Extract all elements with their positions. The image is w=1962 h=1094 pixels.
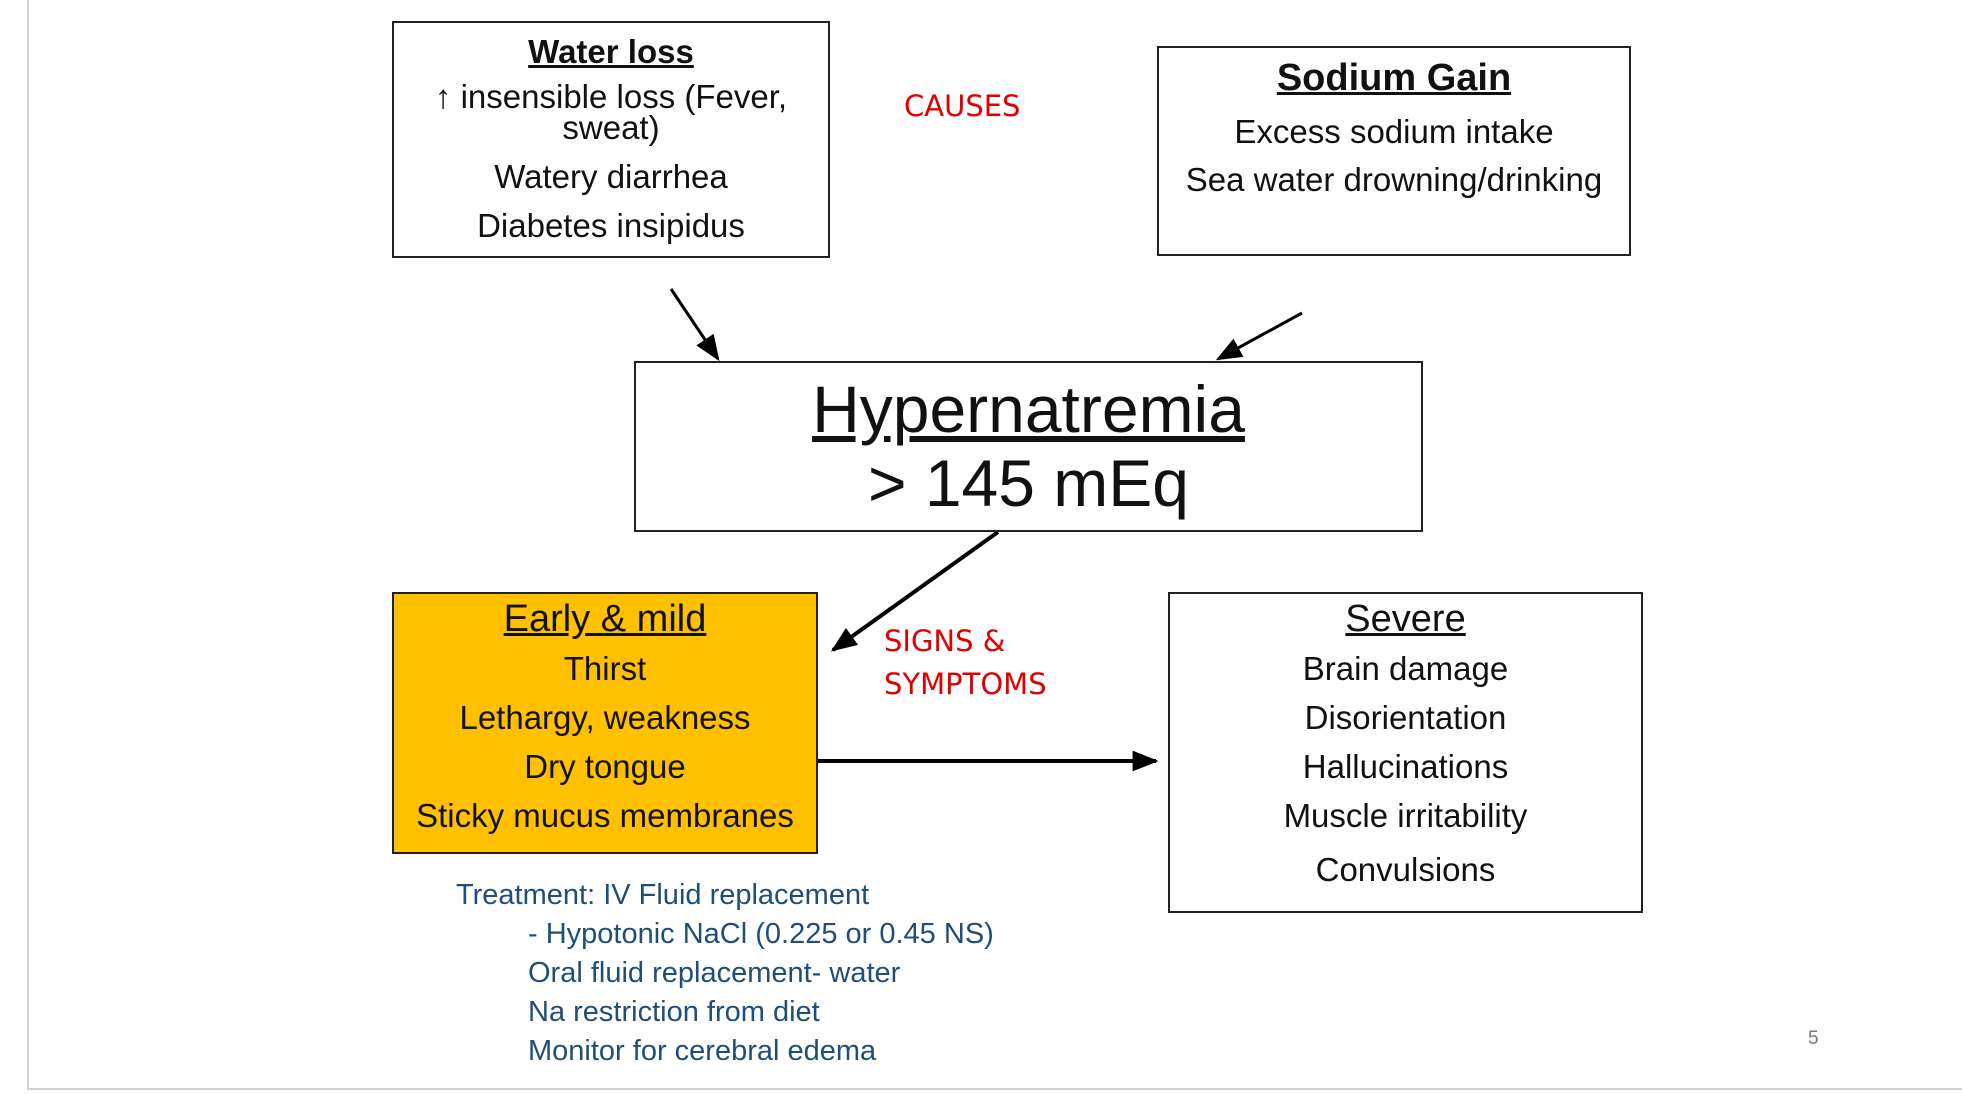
hypernatremia-box: Hypernatremia > 145 mEq <box>634 361 1423 532</box>
sodium-gain-item: Sea water drowning/drinking <box>1185 161 1603 198</box>
early-mild-title: Early & mild <box>503 598 707 640</box>
signs-label-line: SIGNS & <box>884 624 1006 658</box>
sodium-gain-box: Sodium Gain Excess sodium intake Sea wat… <box>1157 46 1631 256</box>
arrow-sodium-gain-to-hypernatremia <box>1215 311 1303 361</box>
water-loss-item: ↑ insensible loss (Fever, <box>434 78 788 115</box>
sodium-gain-title: Sodium Gain <box>1276 57 1512 99</box>
severe-title: Severe <box>1345 598 1466 640</box>
sodium-gain-item: Excess sodium intake <box>1234 113 1554 150</box>
slide-border-bottom <box>27 1088 1962 1090</box>
signs-symptoms-label: SIGNS & SYMPTOMS <box>884 620 1047 706</box>
treatment-item: Na restriction from diet <box>528 996 820 1028</box>
hypernatremia-title: Hypernatremia <box>812 372 1245 446</box>
slide-border-left <box>27 0 29 1090</box>
early-mild-item: Thirst <box>563 650 647 687</box>
early-mild-box: Early & mild Thirst Lethargy, weakness D… <box>392 592 818 854</box>
water-loss-item: Diabetes insipidus <box>477 207 745 244</box>
water-loss-item: sweat) <box>562 109 660 146</box>
severe-box: Severe Brain damage Disorientation Hallu… <box>1168 592 1643 913</box>
water-loss-item: Watery diarrhea <box>494 158 728 195</box>
page-number: 5 <box>1808 1028 1819 1049</box>
hypernatremia-value: > 145 mEq <box>867 446 1190 520</box>
severe-item: Convulsions <box>1315 851 1496 888</box>
treatment-notes: Treatment: IV Fluid replacement - Hypoto… <box>456 876 994 1071</box>
severe-item: Muscle irritability <box>1283 797 1528 834</box>
severe-item: Brain damage <box>1302 650 1509 687</box>
severe-item: Disorientation <box>1304 699 1507 736</box>
causes-label: CAUSES <box>904 89 1021 123</box>
early-mild-item: Sticky mucus membranes <box>416 797 794 834</box>
treatment-item: Oral fluid replacement- water <box>528 957 901 989</box>
water-loss-title: Water loss <box>528 33 694 70</box>
water-loss-box: Water loss ↑ insensible loss (Fever, swe… <box>392 21 830 258</box>
arrow-water-loss-to-hypernatremia <box>669 288 720 362</box>
treatment-item: Monitor for cerebral edema <box>528 1035 877 1067</box>
treatment-label: Treatment: IV Fluid replacement <box>456 879 870 911</box>
treatment-item: - Hypotonic NaCl (0.225 or 0.45 NS) <box>528 918 994 950</box>
signs-label-line: SYMPTOMS <box>884 667 1047 701</box>
early-mild-item: Dry tongue <box>524 748 686 785</box>
arrow-hypernatremia-to-early-mild <box>830 530 1000 652</box>
severe-item: Hallucinations <box>1302 748 1509 785</box>
early-mild-item: Lethargy, weakness <box>459 699 751 736</box>
